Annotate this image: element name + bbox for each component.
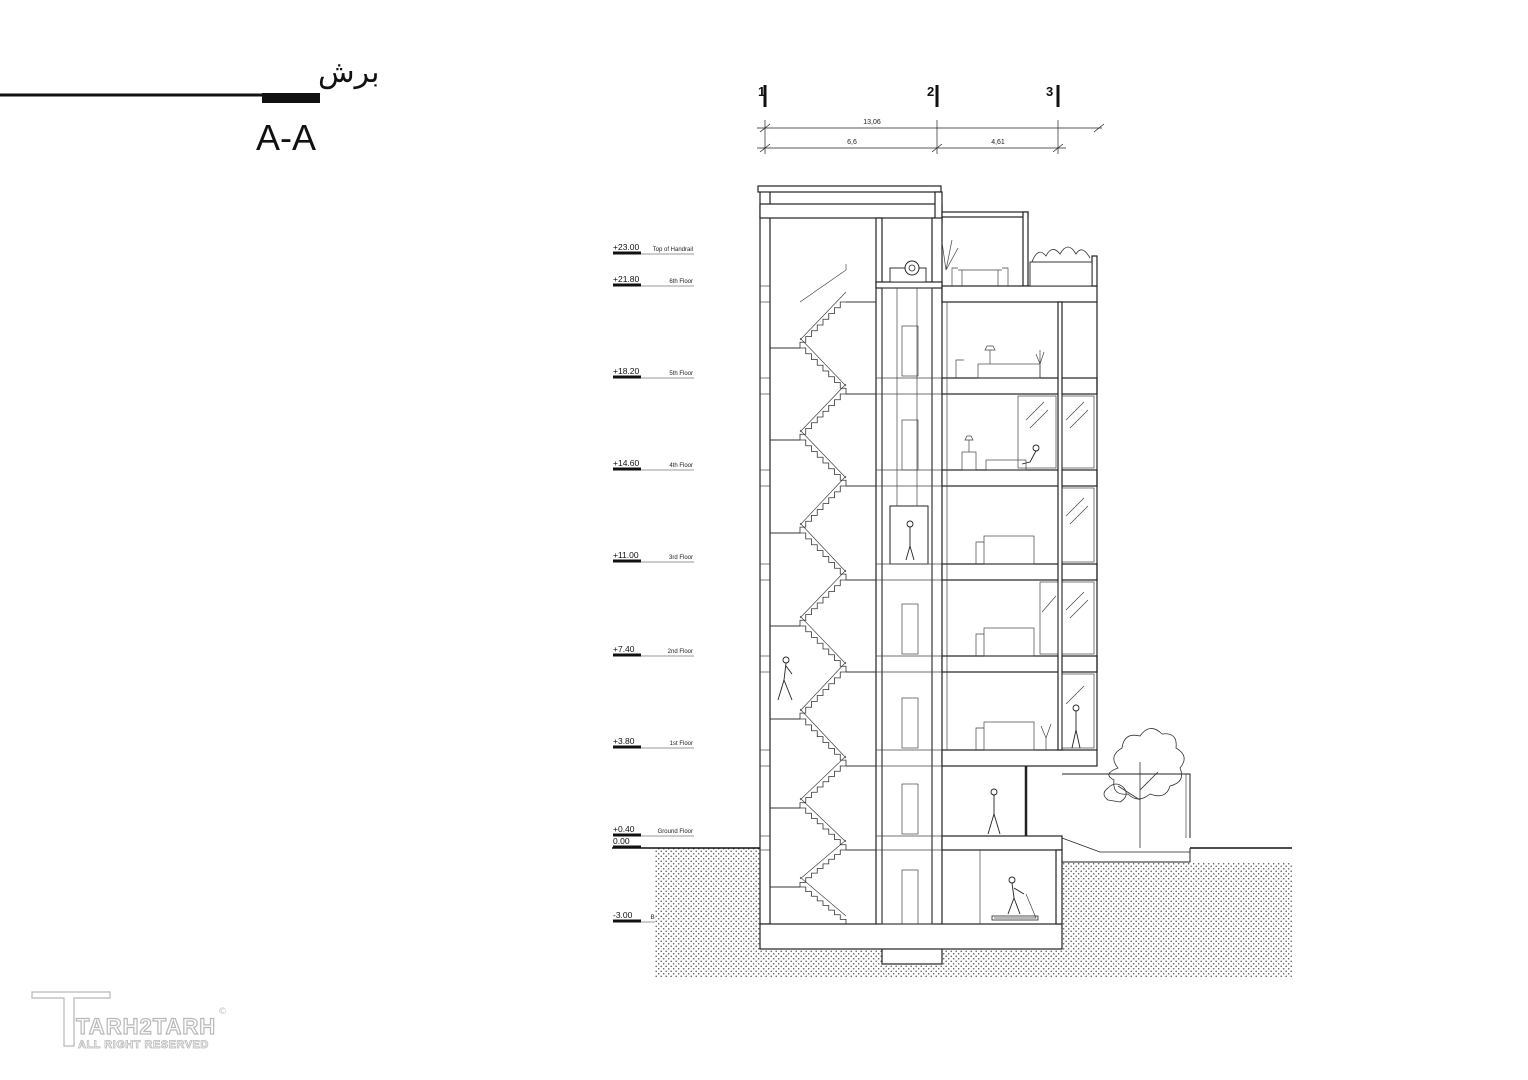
watermark-logo: TARH2TARH ALL RIGHT RESERVED © xyxy=(31,991,227,1051)
terrace-railing xyxy=(1091,255,1098,287)
ground-hatch-right xyxy=(1062,862,1292,978)
level-marker-bar xyxy=(613,653,641,657)
elevator-roof-slab xyxy=(875,281,943,289)
level-value: +11.00 xyxy=(613,550,639,560)
terrace-canopy xyxy=(941,211,1029,218)
level-value: +0.40 xyxy=(613,824,635,834)
grid-label-2: 2 xyxy=(927,84,934,99)
stair-elevator-wall xyxy=(875,217,883,939)
slab-4th xyxy=(941,469,1098,487)
elevator-shaft xyxy=(881,287,933,925)
level-marker-bar xyxy=(613,375,641,379)
treadmill-icon xyxy=(991,915,1039,921)
level-marker: +18.20 5th Floor xyxy=(613,366,694,379)
watermark-brand: TARH2TARH xyxy=(76,1014,216,1039)
level-name: 3rd Floor xyxy=(669,555,693,561)
level-value: +18.20 xyxy=(613,366,640,376)
level-value: +21.80 xyxy=(613,274,640,284)
slab-2nd xyxy=(941,655,1098,673)
level-value: +3.80 xyxy=(613,736,635,746)
level-marker-bar xyxy=(613,251,641,255)
level-marker: +21.80 6th Floor xyxy=(613,274,694,287)
level-value: +7.40 xyxy=(613,644,635,654)
foundation-slab xyxy=(759,923,1063,950)
logo-t-icon xyxy=(31,991,111,1047)
level-marker-bar xyxy=(613,845,641,849)
level-value: +23.00 xyxy=(613,242,640,252)
parapet-cap xyxy=(757,185,942,193)
level-marker: 0.00 xyxy=(613,836,641,849)
ground xyxy=(612,847,1292,978)
grid-axes: 1 2 3 xyxy=(758,84,1060,107)
core-floor-lines xyxy=(876,377,942,851)
dim-bay-2: 4,61 xyxy=(991,139,1005,146)
level-marker: +3.80 1st Floor xyxy=(613,736,694,749)
stair-floor-lines xyxy=(760,285,770,851)
slab-roof xyxy=(941,285,1098,303)
level-name: Ground Floor xyxy=(658,829,693,835)
level-name: 4th Floor xyxy=(669,463,693,469)
level-marker-bar xyxy=(613,919,641,923)
watermark-rights: ALL RIGHT RESERVED xyxy=(78,1039,209,1051)
basement-wall xyxy=(1055,849,1063,925)
terrace-pillar xyxy=(1022,211,1029,287)
tree-icon xyxy=(1103,728,1185,848)
ground-hatch-left xyxy=(655,848,760,978)
title-block: برش A-A xyxy=(0,55,380,158)
roof-planter xyxy=(1029,246,1093,287)
dimension-lines xyxy=(757,120,1105,154)
section-label: A-A xyxy=(256,117,316,158)
level-marker: +14.60 4th Floor xyxy=(613,458,694,471)
level-marker: +7.40 2nd Floor xyxy=(613,644,694,657)
elevator-machine-icon xyxy=(889,260,927,283)
level-marker-bar xyxy=(613,745,641,749)
grid-label-3: 3 xyxy=(1046,84,1053,99)
watermark-copyright: © xyxy=(218,1007,227,1017)
level-name: Top of Handrail xyxy=(653,247,693,253)
level-marker-bar xyxy=(613,283,641,287)
stair-flights xyxy=(770,264,876,924)
glazing xyxy=(1017,395,1095,749)
building-section xyxy=(757,185,1191,965)
core-wall-right xyxy=(931,217,943,939)
level-name: 5th Floor xyxy=(669,371,693,377)
elevator-doors xyxy=(901,325,919,925)
level-marker-bar xyxy=(613,559,641,563)
plant-icon xyxy=(941,239,1052,750)
wall-left xyxy=(759,187,771,925)
level-marker: +11.00 3rd Floor xyxy=(613,550,694,563)
roof-slab-stair xyxy=(759,203,943,219)
level-name: 6th Floor xyxy=(669,279,693,285)
level-value: +14.60 xyxy=(613,458,640,468)
person-figure-icon xyxy=(777,444,1081,915)
slab-ground xyxy=(941,835,1063,851)
level-name: 2nd Floor xyxy=(668,649,693,655)
dim-bay-1: 6,6 xyxy=(847,139,857,146)
level-value: 0.00 xyxy=(613,836,630,846)
facade-mullion xyxy=(1057,301,1063,751)
title-rule-block xyxy=(262,93,320,103)
grid-label-1: 1 xyxy=(758,84,765,99)
level-marker-bar xyxy=(613,833,641,837)
level-name: 1st Floor xyxy=(670,741,693,747)
level-marker-bar xyxy=(613,467,641,471)
dim-overall: 13,06 xyxy=(863,119,881,126)
title-persian: برش xyxy=(318,55,380,90)
slab-3rd xyxy=(941,563,1098,581)
elevator-cabin xyxy=(889,505,929,565)
slab-1st xyxy=(941,749,1098,767)
level-value: -3.00 xyxy=(613,910,633,920)
slab-5th xyxy=(941,377,1098,395)
